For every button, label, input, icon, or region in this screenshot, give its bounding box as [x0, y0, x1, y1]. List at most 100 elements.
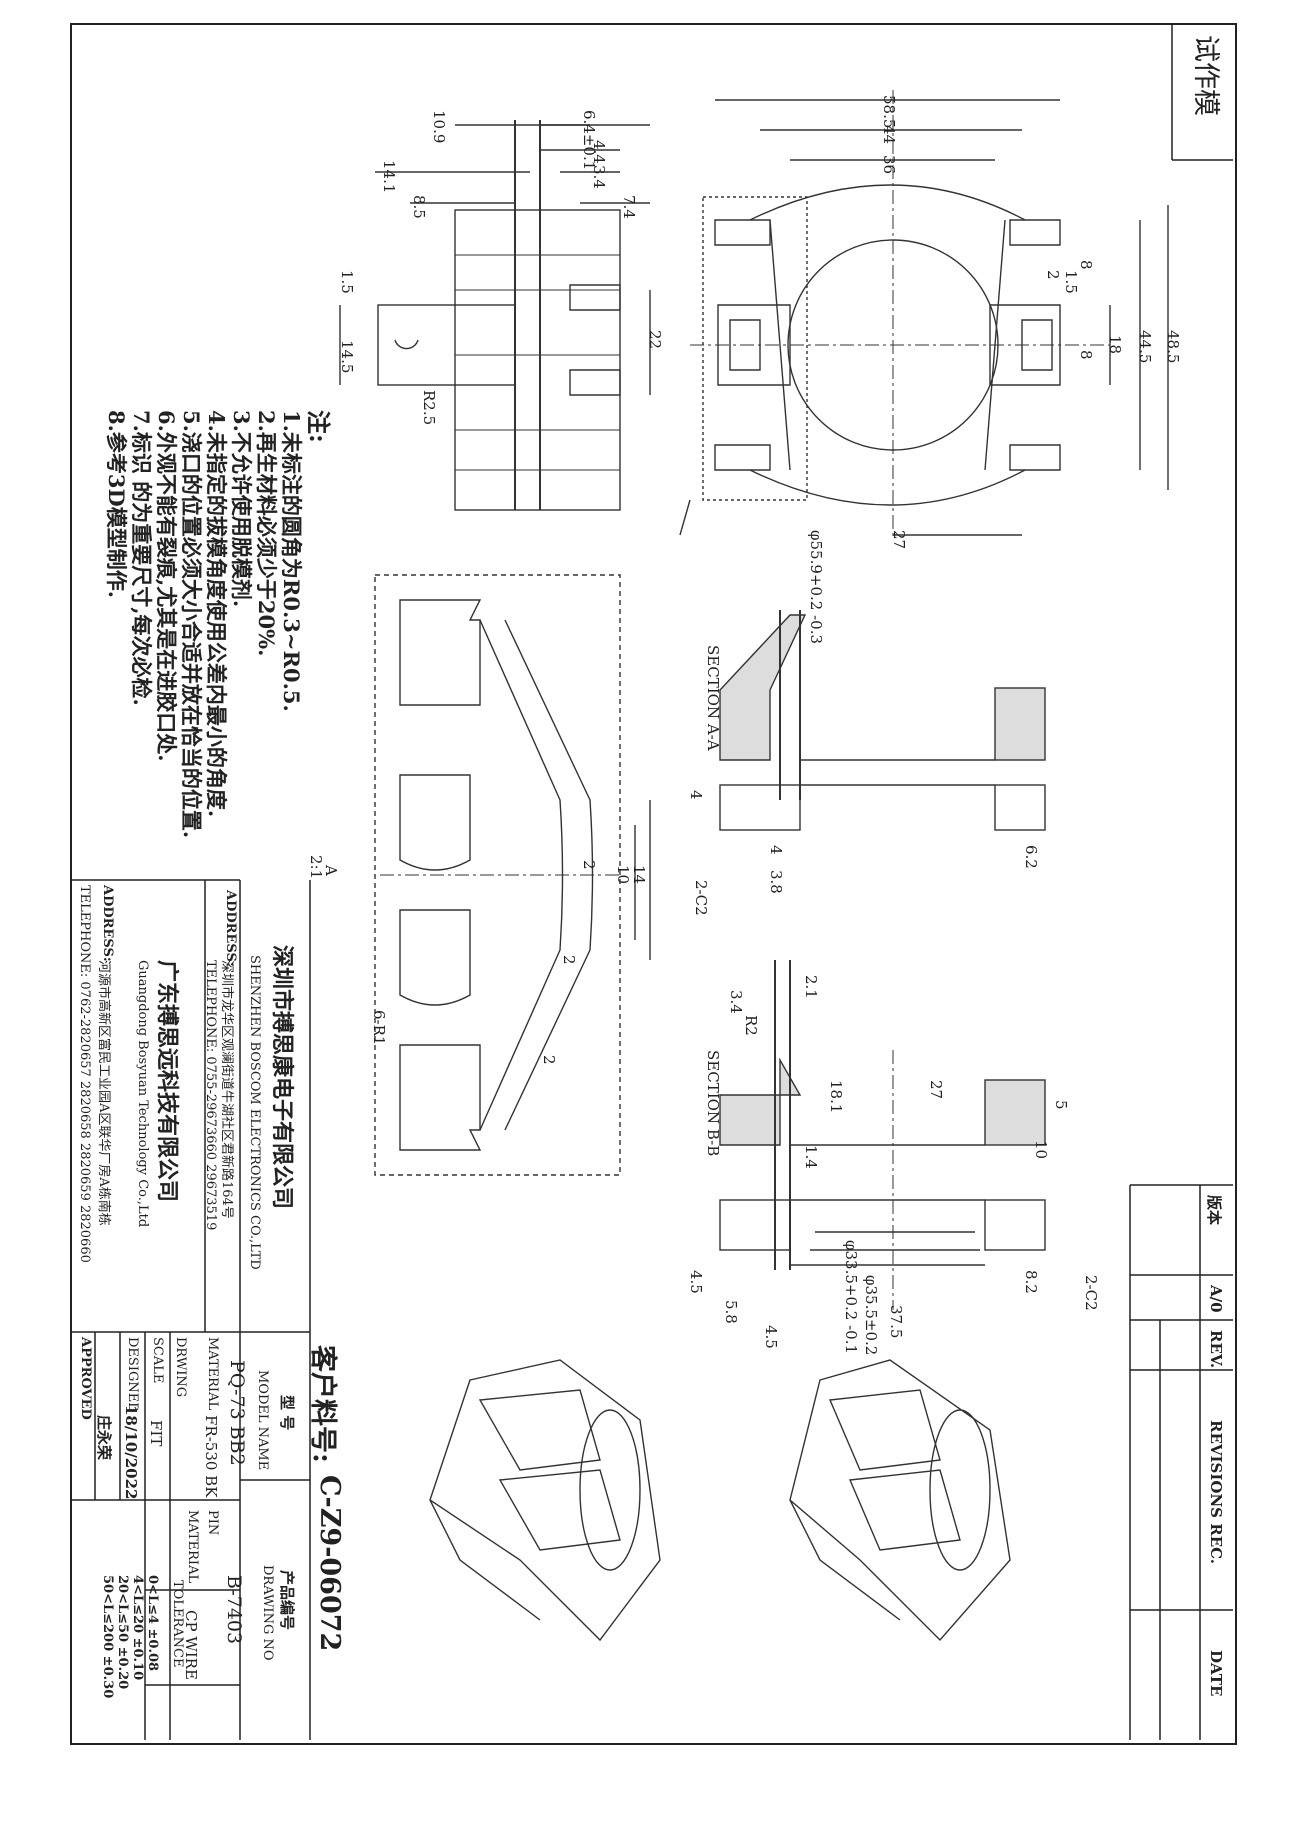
dim-label-aa-6-2: 6.2 — [1022, 845, 1040, 869]
approved-label: APPROVED — [78, 1337, 93, 1420]
section-aa-bottom-right — [994, 784, 1046, 831]
notes-heading: 注: — [304, 410, 333, 443]
iso-right-face1 — [828, 1389, 941, 1471]
dim-label-side-1-5: 1.5 — [338, 270, 356, 294]
section-aa-wall — [779, 610, 801, 800]
dim-label-7-4: 7.4 — [620, 195, 638, 219]
section-bb-right-block — [984, 1079, 1046, 1146]
drawing-label-en: DRAWING NO — [260, 1565, 275, 1661]
company2-address: 河源市高新区富民工业园A区联华厂房A栋南栋 — [96, 960, 111, 1226]
drawing-label-cn: 产品编号 — [278, 1570, 296, 1631]
dim-label-detail-14: 14 — [630, 865, 648, 885]
company2-name-en: Guangdong Bosyuan Technology Co.,Ltd — [135, 960, 150, 1228]
detail-slots — [399, 774, 471, 1006]
dim-label-aa-3-8: 3.8 — [767, 870, 785, 894]
iso-view-right — [789, 1359, 1011, 1642]
detail-a-view — [374, 574, 651, 1176]
tolerance-label: TOLERANCE — [170, 1580, 185, 1668]
note-4: 4.未指定的拔模角度使用公差内最小的角度. — [204, 410, 229, 818]
side-body-outline — [454, 209, 621, 511]
designer-name: 庄永荣 — [95, 1415, 113, 1461]
section-aa-right-block — [994, 687, 1046, 761]
section-bb-left-hatch — [719, 1057, 802, 1146]
dim-label-detail-2a: 2 — [580, 860, 598, 870]
title-block-lines — [72, 23, 1233, 1740]
dim-label-aa-2c2: 2-C2 — [692, 880, 710, 916]
company2-address-label: ADDRESS: — [100, 885, 115, 962]
dim-label-bb-r2: R2 — [742, 1015, 760, 1036]
drawing-value: B-7403 — [223, 1575, 245, 1645]
dim-label-14-1: 14.1 — [380, 160, 398, 194]
drawing-border — [70, 23, 1237, 1745]
dim-label-detail-2c: 2 — [540, 1055, 558, 1065]
pin-material-label: MATERIAL — [185, 1510, 200, 1584]
flange-top-arc — [749, 184, 1026, 221]
dim-label-10-9: 10.9 — [430, 110, 448, 144]
note-7: 7.标识 的为重要尺寸,每次必检. — [129, 410, 154, 706]
dim-label-bb-phi-35-5: φ35.5±0.2 — [862, 1275, 880, 1356]
note-8: 8.参考3D模型制作. — [104, 410, 129, 599]
dim-label-bb-1-4: 1.4 — [802, 1145, 820, 1169]
tolerance-row-4: 50<L≤200 ±0.30 — [100, 1575, 115, 1699]
company1-address-label: ADDRESS: — [223, 890, 238, 967]
tolerance-row-2: 4<L≤20 ±0.10 — [130, 1575, 145, 1681]
iso-left-bore — [579, 1409, 641, 1571]
dim-label-bb-4-5b: 4.5 — [762, 1325, 780, 1349]
dim-label-bb-37-5: 37.5 — [887, 1305, 905, 1339]
section-bb-view — [719, 960, 1046, 1310]
rev-label: REV. — [1207, 1330, 1225, 1369]
tolerance-row-1: 0<L≤4 ±0.08 — [145, 1575, 160, 1672]
section-aa-view — [719, 610, 1046, 831]
iso-right-outline — [789, 1359, 1011, 1642]
company1-name-cn: 深圳市搏思康电子有限公司 — [269, 945, 295, 1210]
side-pin-blocks — [569, 284, 621, 396]
scale-label: SCALE — [150, 1337, 165, 1384]
dim-label-bb-2-1: 2.1 — [802, 975, 820, 999]
dim-label-44-5: 44.5 — [1136, 330, 1154, 364]
designed-label: DESIGNED — [125, 1337, 140, 1413]
dim-label-phi-55-9: φ55.9+0.2 -0.3 — [807, 530, 825, 645]
detail-bottom-arm — [399, 1044, 482, 1151]
note-6: 6.外观不能有裂痕,尤其是在进胶口处. — [154, 410, 179, 762]
company1-name-en: SHENZHEN BOSCOM ELECTRONICS CO.,LTD — [247, 955, 262, 1270]
corner-tabs — [714, 219, 1061, 471]
iso-left-face2 — [498, 1469, 621, 1551]
dim-label-r2-5: R2.5 — [420, 390, 438, 426]
dim-label-bb-2c2: 2-C2 — [1082, 1275, 1100, 1311]
drwing-label: DRWING — [173, 1337, 188, 1398]
top-view — [679, 90, 1169, 540]
revisions-label: REVISIONS REC. — [1207, 1420, 1225, 1565]
section-bb-title: SECTION B-B — [704, 1050, 722, 1157]
iso-right-face2 — [848, 1469, 961, 1551]
model-value: PQ-73 BB2 — [226, 1360, 248, 1466]
dim-label-bb-5: 5 — [1052, 1100, 1070, 1110]
iso-right-edge — [789, 1499, 901, 1621]
dim-label-22: 22 — [646, 330, 664, 350]
dim-label-44: 44 — [880, 125, 898, 145]
dim-label-bb-27: 27 — [927, 1080, 945, 1100]
dim-label-8-5: 8.5 — [410, 195, 428, 219]
dim-label-36: 36 — [880, 155, 898, 175]
trial-mold-label: 试作模 — [1190, 35, 1221, 116]
dim-label-detail-2b: 2 — [560, 955, 578, 965]
section-bb-bottom-right — [984, 1199, 1046, 1251]
material-value: FR-530 BK — [202, 1415, 220, 1498]
section-a-leader — [679, 499, 691, 536]
iso-left-edge — [429, 1499, 541, 1621]
iso-left-outline — [429, 1359, 661, 1642]
customer-part-number: C-Z9-06072 — [314, 1475, 345, 1652]
pin-radius — [394, 339, 419, 350]
pin-label: PIN — [205, 1510, 220, 1536]
pin-slots — [729, 319, 1053, 371]
dim-label-bb-10: 10 — [1032, 1140, 1050, 1160]
model-label-cn: 型 号 — [278, 1395, 296, 1431]
dim-label-14-5: 14.5 — [338, 340, 356, 374]
detail-scale: 2:1 — [307, 855, 325, 880]
model-label-en: MODEL NAME — [255, 1370, 270, 1471]
dim-label-27: 27 — [890, 530, 908, 550]
dim-label-bb-8-2: 8.2 — [1022, 1270, 1040, 1294]
note-5: 5.浇口的位置必须大小合适并放在恰当的位置. — [179, 410, 204, 839]
dim-label-1-5: 1.5 — [1062, 270, 1080, 294]
